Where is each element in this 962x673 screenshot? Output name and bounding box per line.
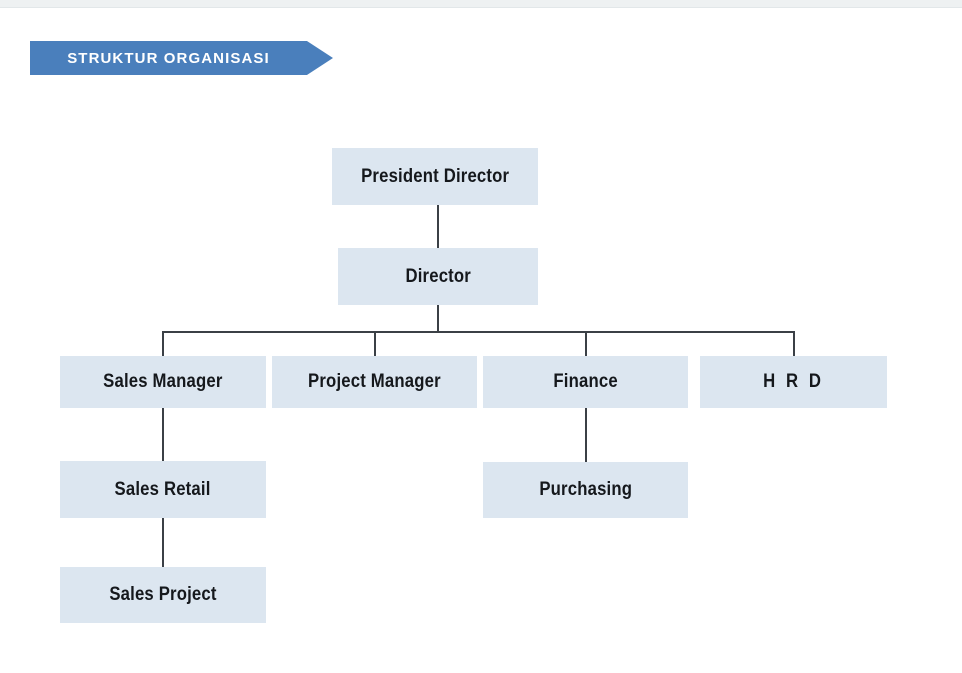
org-node-label: H R D bbox=[763, 371, 824, 392]
org-node-hrd[interactable]: H R D bbox=[700, 356, 887, 408]
org-node-sales_project[interactable]: Sales Project bbox=[60, 567, 266, 623]
connector-director-to-sales_manager bbox=[162, 331, 164, 356]
org-node-sales_manager[interactable]: Sales Manager bbox=[60, 356, 266, 408]
org-node-project_manager[interactable]: Project Manager bbox=[272, 356, 477, 408]
top-strip bbox=[0, 0, 962, 8]
connector-sales_retail-to-sales_project bbox=[162, 518, 164, 567]
org-node-purchasing[interactable]: Purchasing bbox=[483, 462, 688, 518]
banner-title: STRUKTUR ORGANISASI bbox=[67, 49, 270, 67]
org-node-label: Sales Retail bbox=[114, 478, 211, 500]
connector-director-to-project_manager bbox=[374, 331, 376, 356]
org-node-label: Purchasing bbox=[539, 479, 632, 500]
org-node-president_director[interactable]: President Director bbox=[332, 148, 538, 205]
org-node-director[interactable]: Director bbox=[338, 248, 538, 305]
connector-bus-director bbox=[162, 331, 795, 333]
section-banner: STRUKTUR ORGANISASI bbox=[30, 41, 333, 75]
org-node-label: Sales Manager bbox=[103, 371, 223, 392]
connector-director-to-finance bbox=[585, 331, 587, 356]
org-node-label: Project Manager bbox=[308, 371, 441, 392]
org-node-label: Sales Project bbox=[109, 584, 217, 605]
org-node-label: Finance bbox=[553, 371, 618, 392]
org-node-sales_retail[interactable]: Sales Retail bbox=[60, 461, 266, 518]
connector-sales_manager-to-sales_retail bbox=[162, 408, 164, 461]
banner-chevron-shape bbox=[30, 41, 333, 75]
connector-president_director-to-director bbox=[437, 205, 439, 248]
connector-director-to-hrd bbox=[793, 331, 795, 356]
org-node-finance[interactable]: Finance bbox=[483, 356, 688, 408]
connector-finance-to-purchasing bbox=[585, 408, 587, 462]
org-node-label: Director bbox=[405, 265, 471, 287]
org-node-label: President Director bbox=[360, 165, 510, 187]
connector-stem-director bbox=[437, 305, 439, 331]
